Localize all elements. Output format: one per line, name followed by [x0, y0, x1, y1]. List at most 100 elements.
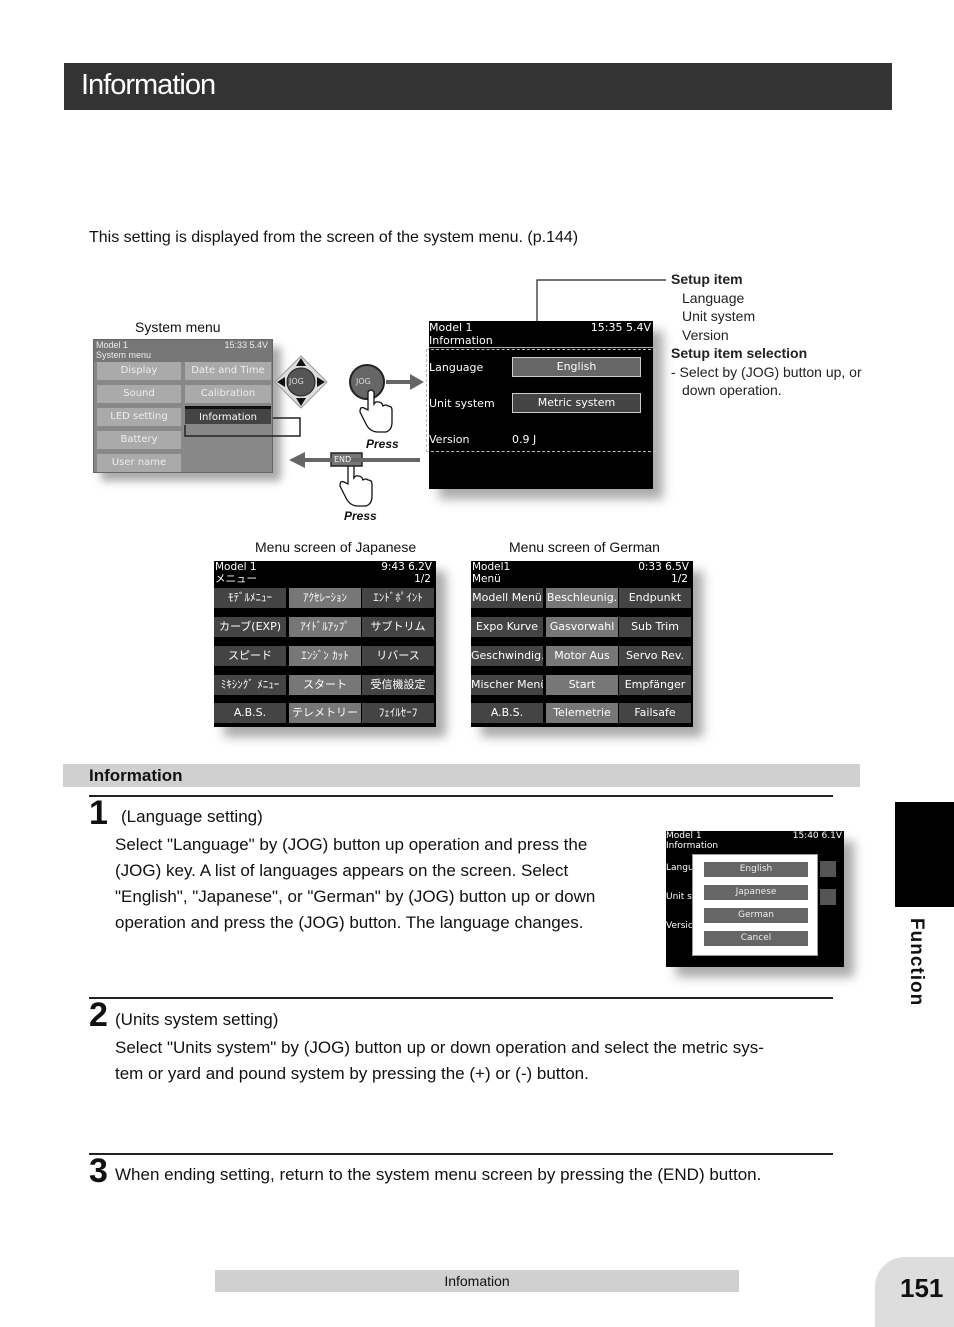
de-menu-model: Model1 — [472, 561, 511, 573]
info-screen-title: Information — [429, 334, 493, 347]
step-2-heading: (Units system setting) — [115, 1010, 279, 1029]
setup-item-title: Setup item — [671, 271, 743, 287]
de-menu-cell[interactable]: A.B.S. — [471, 703, 543, 723]
step-1-body: Select "Language" by (JOG) button up ope… — [115, 832, 635, 936]
popup-side-label: Langu — [666, 863, 694, 873]
step-1-rule — [89, 795, 833, 797]
side-tab-label: Function — [906, 918, 927, 1007]
de-menu-cell[interactable]: Motor Aus — [546, 646, 618, 666]
system-menu-model: Model 1 — [96, 340, 129, 350]
de-menu-cell[interactable]: Geschwindig. — [471, 646, 543, 666]
de-menu-cell[interactable]: Gasvorwahl — [546, 617, 618, 637]
language-option-cancel[interactable]: Cancel — [704, 931, 808, 946]
jp-menu-cell[interactable]: リバース — [362, 646, 434, 666]
jp-menu-cell[interactable]: ｱｲﾄﾞﾙｱｯﾌﾟ — [289, 617, 361, 637]
setup-item-version: Version — [682, 326, 729, 343]
hand-press-icon-jog — [359, 389, 393, 433]
step-3-rule — [89, 1153, 833, 1155]
jp-menu-cell[interactable]: ﾐｷｼﾝｸﾞ ﾒﾆｭｰ — [214, 675, 286, 695]
jog-label-1: JOG — [289, 377, 304, 386]
system-menu-caption: System menu — [135, 319, 221, 335]
de-menu-cell[interactable]: Failsafe — [619, 703, 691, 723]
jp-menu-time: 9:43 6.2V — [381, 561, 432, 573]
sysmenu-button-sound[interactable]: Sound — [97, 385, 181, 403]
jp-menu-cell[interactable]: ｴﾝｼﾞﾝ ｶｯﾄ — [289, 646, 361, 666]
de-menu-cell[interactable]: Start — [546, 675, 618, 695]
jp-menu-cell[interactable]: ﾌｪｲﾙｾｰﾌ — [362, 703, 434, 723]
sysmenu-button-battery[interactable]: Battery — [97, 431, 181, 449]
section-title: Information — [89, 766, 183, 785]
sysmenu-button-user-name[interactable]: User name — [97, 454, 181, 472]
side-tab-label-box: Function — [897, 918, 937, 1008]
info-row-language-label: Language — [429, 361, 484, 374]
jp-menu-cell[interactable]: サブトリム — [362, 617, 434, 637]
de-menu-cell[interactable]: Endpunkt — [619, 588, 691, 608]
section-bar: Information — [63, 764, 860, 787]
info-row-version-value: 0.9 J — [512, 433, 537, 446]
end-label: END — [334, 455, 352, 464]
de-menu-cell[interactable]: Empfänger — [619, 675, 691, 695]
side-tab — [895, 802, 954, 907]
sysmenu-button-date-time[interactable]: Date and Time — [185, 362, 271, 380]
step-1-line: Select "Language" by (JOG) button up ope… — [115, 835, 588, 854]
japanese-menu-caption: Menu screen of Japanese — [255, 539, 417, 555]
jp-menu-cell[interactable]: ﾓﾃﾞﾙﾒﾆｭｰ — [214, 588, 286, 608]
setup-item-unit: Unit system — [682, 308, 756, 324]
sysmenu-button-calibration[interactable]: Calibration — [185, 385, 271, 403]
press-label-end: Press — [344, 509, 377, 523]
jp-menu-cell[interactable]: ｴﾝﾄﾞﾎﾟｲﾝﾄ — [362, 588, 434, 608]
de-menu-cell[interactable]: Modell Menü — [471, 588, 543, 608]
popup-side-label: Versic — [666, 921, 693, 931]
step-3-number: 3 — [89, 1152, 108, 1190]
step-1-line: "English", "Japanese", or "German" by (J… — [115, 887, 596, 906]
footer-label: Infomation — [215, 1270, 739, 1292]
jp-menu-cell[interactable]: テレメトリー — [289, 703, 361, 723]
sysmenu-button-led[interactable]: LED setting — [97, 408, 181, 426]
step-2-rule — [89, 997, 833, 999]
jog-dpad-icon — [274, 355, 328, 409]
de-menu-cell[interactable]: Beschleunig. — [546, 588, 618, 608]
step-1-line: (JOG) key. A list of languages appears o… — [115, 861, 569, 880]
german-menu-caption: Menu screen of German — [509, 539, 660, 555]
jp-menu-cell[interactable]: スピード — [214, 646, 286, 666]
jp-menu-cell[interactable]: A.B.S. — [214, 703, 286, 723]
setup-area-outline — [426, 349, 656, 452]
de-menu-cell[interactable]: Sub Trim — [619, 617, 691, 637]
de-menu-cell[interactable]: Telemetrie — [546, 703, 618, 723]
step-2-body: Select "Units system" by (JOG) button up… — [115, 1035, 835, 1087]
info-row-unit-value[interactable]: Metric system — [512, 393, 641, 413]
jp-menu-cell[interactable]: ｱｸｾﾚｰｼｮﾝ — [289, 588, 361, 608]
language-option-english[interactable]: English — [704, 862, 808, 877]
step-3-text: When ending setting, return to the syste… — [115, 1165, 762, 1184]
step-1-heading: (Language setting) — [121, 807, 263, 826]
setup-selection-text-2: down operation. — [682, 382, 782, 398]
popup-model: Model 1 — [666, 831, 702, 841]
page-title: Information — [81, 69, 216, 101]
popup-side-label: Unit s — [666, 892, 692, 902]
language-option-german[interactable]: German — [704, 908, 808, 923]
popup-time: 15:40 6.1V — [792, 831, 842, 841]
info-screen-time: 15:35 5.4V — [590, 321, 651, 334]
de-menu-cell[interactable]: Servo Rev. — [619, 646, 691, 666]
setup-notes: Setup item Language Unit system Version … — [671, 270, 862, 400]
jp-menu-title: メニュー — [215, 573, 257, 585]
de-menu-cell[interactable]: Expo Kurve — [471, 617, 543, 637]
sysmenu-button-information[interactable]: Information — [185, 406, 271, 424]
jp-menu-cell[interactable]: スタート — [289, 675, 361, 695]
system-menu-screen: Model 1 15:33 5.4V System menu Display D… — [93, 339, 273, 473]
jp-menu-cell[interactable]: 受信機設定 — [362, 675, 434, 695]
jp-menu-cell[interactable]: カーブ(EXP) — [214, 617, 286, 637]
hand-press-icon-end — [339, 463, 373, 507]
info-screen-model: Model 1 — [429, 321, 473, 334]
info-row-language-value[interactable]: English — [512, 357, 641, 377]
info-row-unit-label: Unit system — [429, 397, 495, 410]
jog-button-icon — [349, 364, 385, 400]
step-2-line: Select "Units system" by (JOG) button up… — [115, 1038, 764, 1057]
de-menu-cell[interactable]: Mischer Menü — [471, 675, 543, 695]
title-bar: Information — [64, 63, 892, 110]
language-option-japanese[interactable]: Japanese — [704, 885, 808, 900]
step-2-line: tem or yard and pound system by pressing… — [115, 1064, 589, 1083]
sysmenu-button-display[interactable]: Display — [97, 362, 181, 380]
language-list: English Japanese German Cancel — [692, 854, 818, 956]
